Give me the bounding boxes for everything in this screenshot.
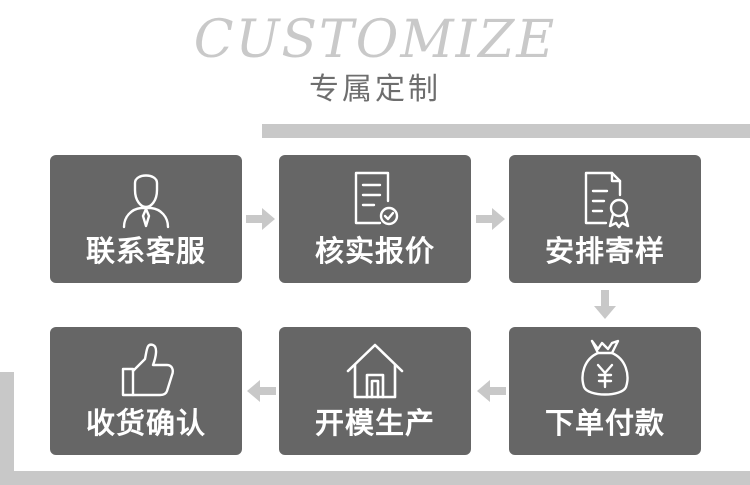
arrow-down [594, 290, 616, 319]
step-card-order-payment: 下单付款 [509, 327, 701, 455]
step-label: 开模生产 [314, 406, 435, 440]
certificate-icon [584, 171, 630, 229]
step-card-mold-production: 开模生产 [279, 327, 471, 455]
frame-left [0, 372, 14, 485]
document-check-icon [354, 171, 399, 226]
money-bag-icon [581, 339, 629, 396]
customer-service-icon [122, 174, 170, 229]
step-card-receipt-confirm: 收货确认 [50, 327, 242, 455]
step-card-arrange-sample: 安排寄样 [509, 155, 701, 283]
page-title-cn: 专属定制 [309, 72, 441, 107]
step-card-verify-quote: 核实报价 [279, 155, 471, 283]
thumbs-up-icon [121, 343, 174, 397]
step-label: 安排寄样 [544, 234, 665, 268]
frame-top [262, 124, 750, 138]
step-card-contact-service: 联系客服 [50, 155, 242, 283]
house-icon [346, 343, 404, 399]
arrow-right-2 [476, 208, 505, 230]
frame-bottom [0, 471, 750, 485]
step-label: 联系客服 [85, 234, 206, 268]
arrow-right-1 [246, 208, 275, 230]
page-title-en: CUSTOMIZE [193, 10, 557, 70]
step-label: 核实报价 [314, 234, 435, 268]
arrow-left-1 [477, 380, 506, 402]
step-label: 下单付款 [544, 406, 665, 440]
arrow-left-2 [247, 380, 276, 402]
step-label: 收货确认 [85, 406, 206, 440]
